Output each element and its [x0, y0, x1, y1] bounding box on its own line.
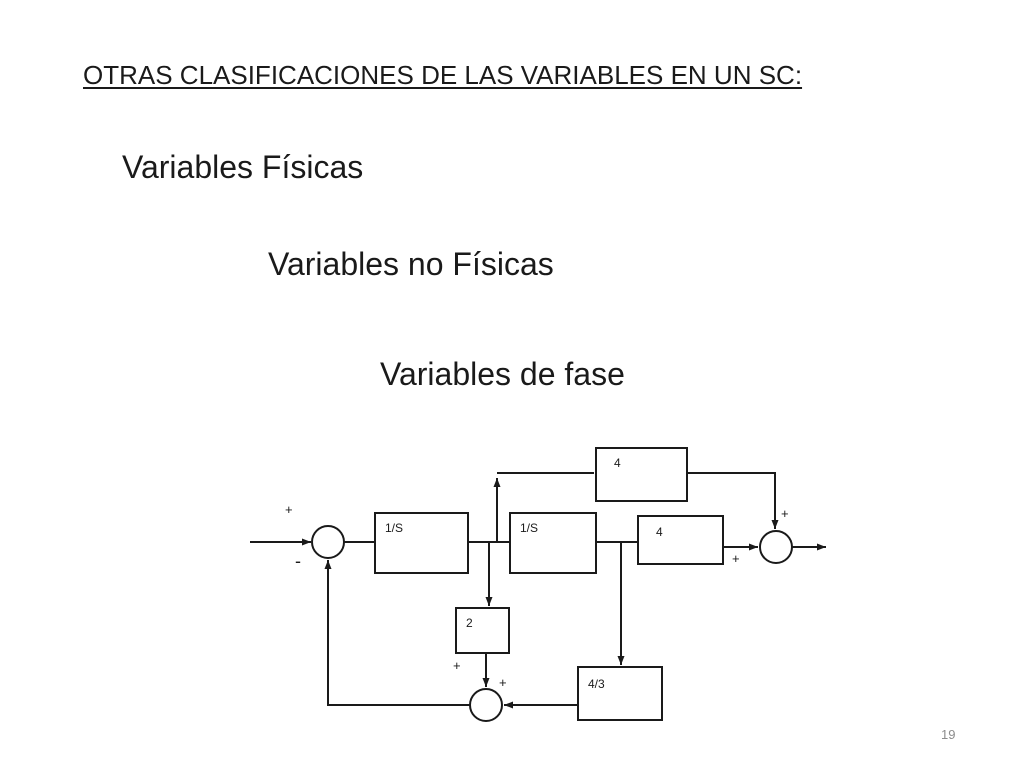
summing-junction-right	[759, 530, 793, 564]
label-gain-middle: 2	[466, 616, 473, 630]
block-gain-top	[595, 447, 688, 502]
bullet-variables-no-fisicas: Variables no Físicas	[268, 246, 554, 282]
summing-junction-left	[311, 525, 345, 559]
bullet-variables-fisicas: Variables Físicas	[122, 149, 364, 185]
label-gain-right: 4	[656, 525, 663, 539]
sign-sum-bottom-top-plus: +	[453, 658, 461, 673]
sign-sum-left-plus: +	[285, 502, 293, 517]
summing-junction-bottom	[469, 688, 503, 722]
block-gain-right	[637, 515, 724, 565]
block-gain-bottom	[577, 666, 663, 721]
label-integrator-1: 1/S	[385, 521, 403, 535]
sign-sum-right-top-plus: +	[781, 506, 789, 521]
feedback-line	[324, 560, 470, 706]
slide-title: OTRAS CLASIFICACIONES DE LAS VARIABLES E…	[83, 60, 803, 90]
sign-sum-left-minus: -	[295, 551, 301, 571]
label-gain-bottom: 4/3	[588, 677, 605, 691]
sign-sum-bottom-right-plus: +	[499, 675, 507, 690]
label-gain-top: 4	[614, 456, 621, 470]
signal-line	[687, 472, 779, 529]
label-integrator-2: 1/S	[520, 521, 538, 535]
block-gain-middle	[455, 607, 510, 654]
bullet-variables-de-fase: Variables de fase	[380, 356, 625, 392]
page-number: 19	[941, 727, 956, 742]
sign-sum-right-left-plus: +	[732, 551, 740, 566]
